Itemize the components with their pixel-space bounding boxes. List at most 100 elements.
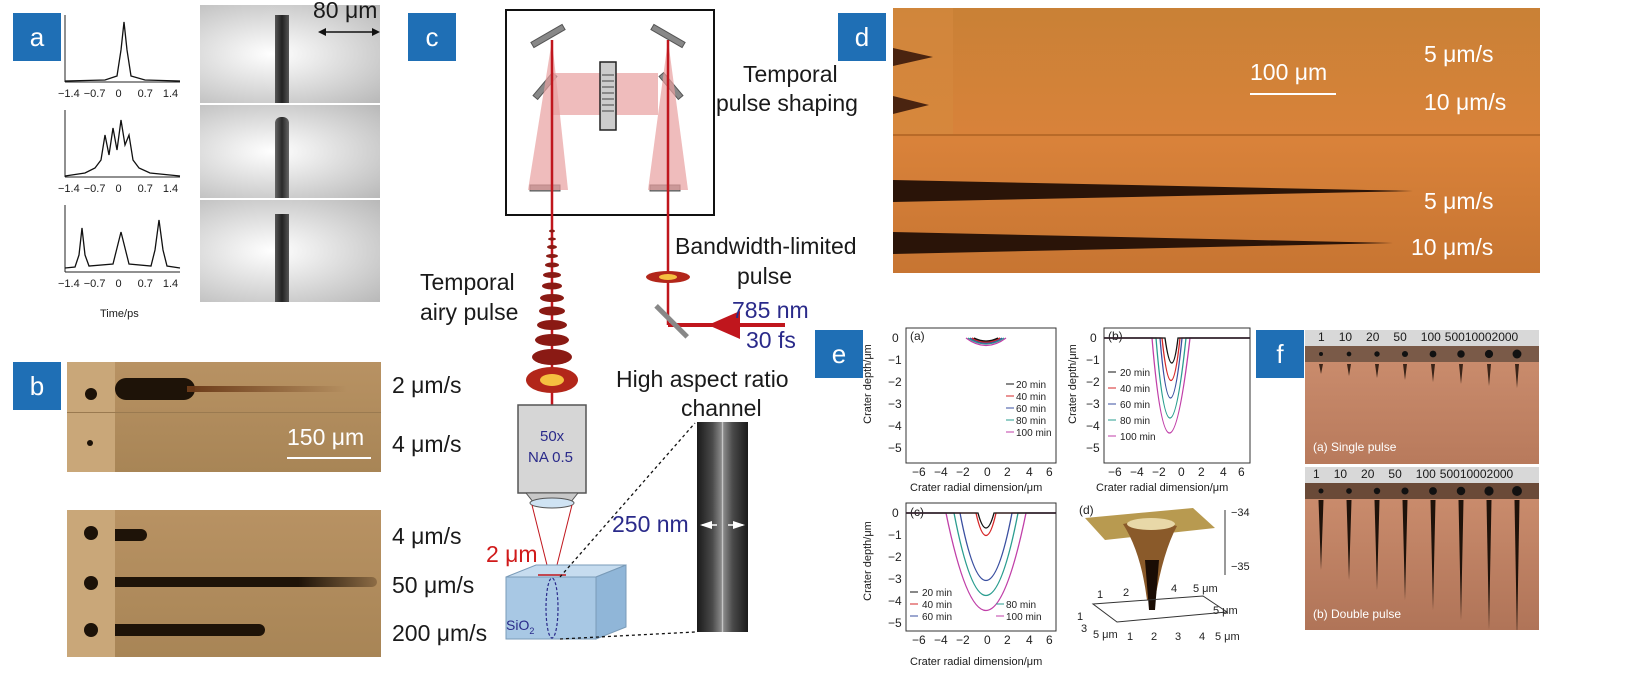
svg-text:−2: −2 bbox=[1086, 375, 1100, 389]
svg-text:2: 2 bbox=[1004, 633, 1011, 647]
svg-text:−5: −5 bbox=[888, 616, 902, 630]
svg-text:0: 0 bbox=[892, 506, 899, 520]
objective-label-2: NA 0.5 bbox=[528, 449, 574, 466]
svg-text:5 μm: 5 μm bbox=[1215, 631, 1240, 643]
f-single-dot bbox=[1457, 350, 1465, 358]
svg-text:−6: −6 bbox=[912, 633, 926, 647]
optical-setup-diagram bbox=[505, 9, 785, 640]
panel-a-pulse-plots bbox=[64, 15, 181, 273]
svg-text:−4: −4 bbox=[1086, 419, 1100, 433]
shaping-label-2: pulse shaping bbox=[716, 90, 858, 116]
svg-text:−2: −2 bbox=[888, 550, 902, 564]
svg-text:−4: −4 bbox=[888, 419, 902, 433]
svg-text:−349.8 nm: −349.8 nm bbox=[1231, 507, 1250, 519]
svg-text:−1: −1 bbox=[888, 528, 902, 542]
f-single-dot bbox=[1319, 352, 1323, 356]
f-single-spike bbox=[1431, 364, 1435, 382]
panel-badge-d: d bbox=[838, 13, 886, 61]
svg-text:0: 0 bbox=[984, 465, 991, 479]
svg-text:2: 2 bbox=[1198, 465, 1205, 479]
panel-badge-c: c bbox=[408, 13, 456, 61]
f-single-dot bbox=[1374, 351, 1380, 357]
wavelength-label: 785 nm bbox=[732, 297, 809, 323]
airy-label-1: Temporal bbox=[420, 269, 515, 295]
svg-text:5 μm: 5 μm bbox=[1193, 583, 1218, 595]
f-double-spike bbox=[1458, 500, 1464, 620]
f-double-spike bbox=[1486, 500, 1492, 630]
f-single-spike bbox=[1319, 364, 1323, 374]
svg-text:−4: −4 bbox=[934, 633, 948, 647]
svg-text:5 μm: 5 μm bbox=[1093, 629, 1118, 641]
svg-text:1: 1 bbox=[1077, 611, 1083, 623]
svg-text:−2: −2 bbox=[1152, 465, 1166, 479]
svg-text:2: 2 bbox=[1123, 587, 1129, 599]
bw-label-2: pulse bbox=[737, 263, 792, 289]
svg-text:−3: −3 bbox=[1086, 397, 1100, 411]
pulse-plot-2 bbox=[64, 110, 181, 178]
f-double-dot bbox=[1484, 486, 1494, 496]
panel-badge-e: e bbox=[815, 330, 863, 378]
crater-b-ylabel: Crater depth/μm bbox=[1066, 344, 1079, 424]
svg-text:0: 0 bbox=[984, 633, 991, 647]
svg-text:1: 1 bbox=[1127, 631, 1133, 643]
airy-label-2: airy pulse bbox=[420, 299, 519, 325]
bw-label-1: Bandwidth-limited bbox=[675, 233, 857, 259]
svg-text:−3: −3 bbox=[888, 572, 902, 586]
f-double-dot bbox=[1373, 487, 1381, 495]
svg-text:20 min: 20 min bbox=[1016, 380, 1046, 391]
channel-micrograph bbox=[697, 422, 748, 632]
speed-b-4: 50 μm/s bbox=[392, 572, 475, 598]
micrograph-d bbox=[893, 8, 1540, 273]
speed-b-3: 4 μm/s bbox=[392, 523, 462, 549]
har-label-2: channel bbox=[681, 395, 762, 421]
svg-text:(c): (c) bbox=[910, 505, 924, 519]
crater-a-xlabel: Crater radial dimension/μm bbox=[910, 482, 1043, 494]
f-label-single: (a) Single pulse bbox=[1313, 440, 1397, 454]
svg-text:−4: −4 bbox=[934, 465, 948, 479]
svg-text:2: 2 bbox=[1151, 631, 1157, 643]
svg-text:−2: −2 bbox=[956, 465, 970, 479]
svg-text:20 min: 20 min bbox=[922, 588, 952, 599]
har-label-1: High aspect ratio bbox=[616, 366, 789, 392]
channel-width-arrows bbox=[700, 521, 745, 529]
f-double-dot bbox=[1429, 487, 1437, 495]
f-single-spike bbox=[1403, 364, 1407, 380]
crater-a-ylabel: Crater depth/μm bbox=[861, 344, 874, 424]
scale-label-a: 80 μm bbox=[313, 0, 378, 23]
micrograph-f-single bbox=[1305, 330, 1539, 464]
svg-text:3: 3 bbox=[1081, 623, 1087, 635]
f-single-dot bbox=[1512, 349, 1522, 359]
svg-text:−5: −5 bbox=[1086, 441, 1100, 455]
micrograph-b-bottom bbox=[67, 510, 381, 657]
crater-3d-plot: (d) −349.8 nm −350.3 nm 1 2 4 5 μm 5 μm … bbox=[1077, 503, 1250, 643]
svg-text:60 min: 60 min bbox=[1016, 404, 1046, 415]
svg-text:6: 6 bbox=[1046, 465, 1053, 479]
svg-text:60 min: 60 min bbox=[1120, 400, 1150, 411]
f-single-dot bbox=[1484, 349, 1494, 359]
f-single-spike bbox=[1515, 364, 1519, 388]
f-double-spike bbox=[1318, 500, 1324, 570]
scale-arrow-a bbox=[318, 28, 380, 36]
f-single-spike bbox=[1347, 364, 1351, 376]
svg-text:80 min: 80 min bbox=[1120, 416, 1150, 427]
f-label-double: (b) Double pulse bbox=[1313, 607, 1402, 621]
svg-text:−2: −2 bbox=[888, 375, 902, 389]
f-double-dot bbox=[1318, 488, 1324, 494]
material-label: SiO2 bbox=[506, 617, 535, 636]
svg-text:20 min: 20 min bbox=[1120, 368, 1150, 379]
svg-text:−5: −5 bbox=[888, 441, 902, 455]
f-double-dot bbox=[1401, 487, 1409, 495]
svg-text:40 min: 40 min bbox=[922, 600, 952, 611]
speed-d-1: 5 μm/s bbox=[1424, 41, 1494, 67]
f-marks-layer bbox=[1318, 349, 1522, 630]
svg-text:40 min: 40 min bbox=[1016, 392, 1046, 403]
svg-text:−350.3 nm: −350.3 nm bbox=[1231, 561, 1250, 573]
svg-text:6: 6 bbox=[1238, 465, 1245, 479]
crater-c-ylabel: Crater depth/μm bbox=[861, 521, 874, 601]
